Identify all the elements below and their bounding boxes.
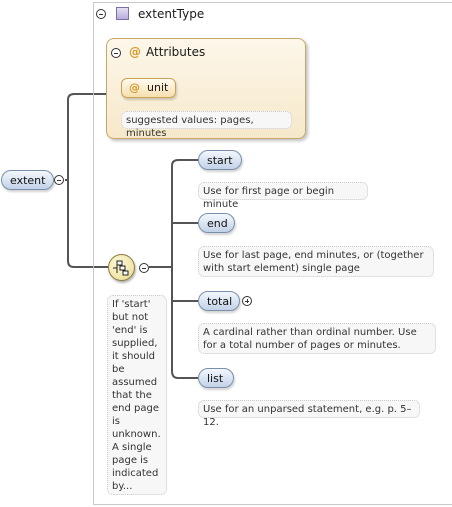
element-end[interactable]: end [198,213,235,233]
type-label: extentType [138,7,205,21]
complex-type-icon [116,7,129,20]
sequence-compositor[interactable] [108,254,135,281]
sequence-compositor-icon [113,260,129,276]
element-list[interactable]: list [198,368,234,388]
element-total[interactable]: total [198,291,240,311]
element-start[interactable]: start [198,150,242,170]
branch-list-line [171,370,198,379]
element-list-note: Use for an unparsed statement, e.g. p. 5… [198,400,420,428]
root-collapse-toggle[interactable] [54,175,64,185]
root-to-sequence-line [67,180,108,268]
total-expand-toggle[interactable] [242,296,252,306]
attributes-label: Attributes [146,45,206,59]
attribute-unit-note: suggested values: pages, minutes [121,111,292,139]
sequence-note: If 'start' but not 'end' is supplied, it… [107,295,167,495]
sequence-collapse-toggle[interactable] [139,263,149,273]
root-element-extent[interactable]: extent [1,170,54,190]
attributes-collapse-toggle[interactable] [111,48,121,58]
type-collapse-toggle[interactable] [96,9,106,19]
attribute-unit[interactable]: @ unit [121,78,176,98]
branch-start-line [171,159,198,167]
type-frame [93,2,452,505]
element-start-note: Use for first page or begin minute [198,182,368,210]
element-total-note: A cardinal rather than ordinal number. U… [198,323,436,354]
attribute-unit-label: unit [147,81,169,94]
element-end-note: Use for last page, end minutes, or (toge… [198,246,434,277]
attributes-at-icon: @ [129,45,141,59]
root-to-attributes-line [67,93,107,180]
attribute-at-icon: @ [129,81,140,94]
